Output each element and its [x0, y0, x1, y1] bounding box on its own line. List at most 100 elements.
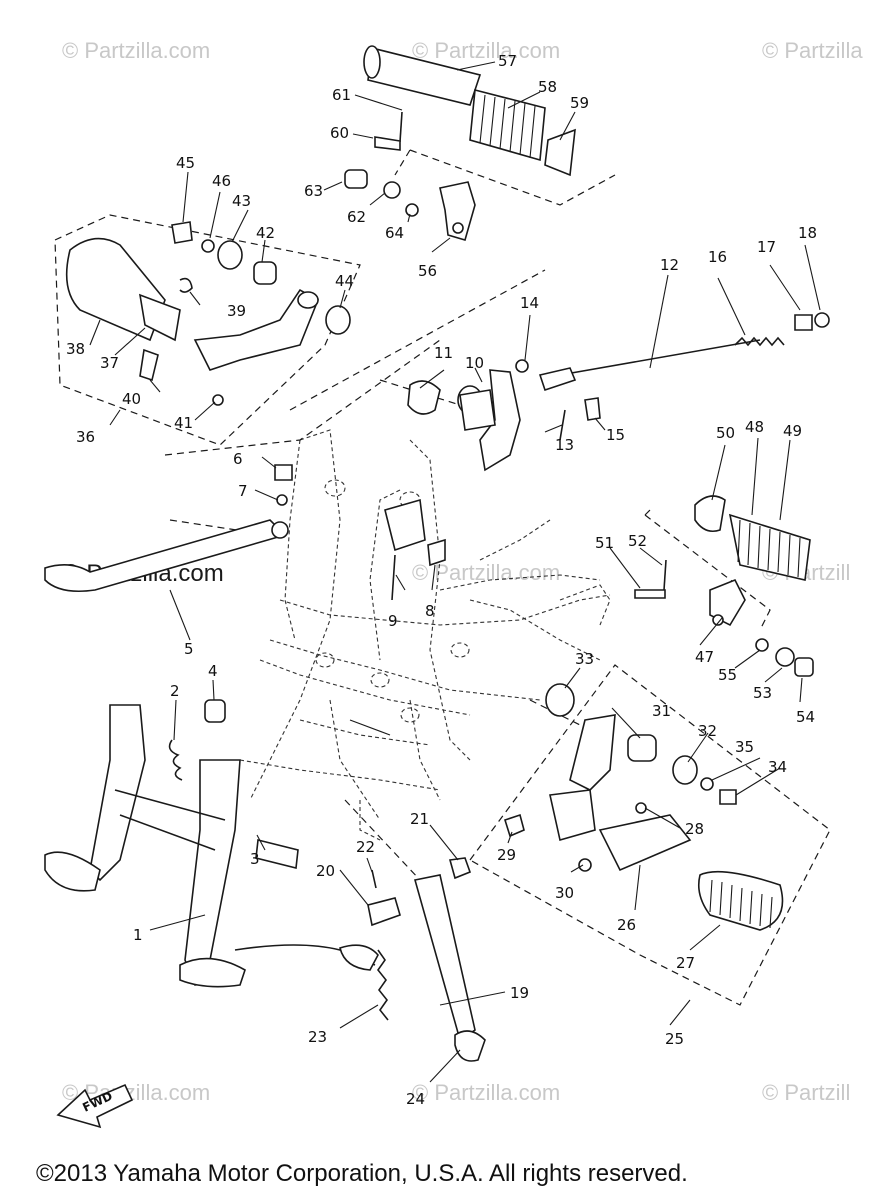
side-stand-19 [413, 874, 486, 1062]
callout-29: 29 [497, 846, 516, 864]
footrest-rubber-58 [469, 88, 546, 162]
footrest-bar-57 [363, 45, 482, 106]
callout-12: 12 [660, 256, 679, 274]
callout-56: 56 [418, 262, 437, 280]
callout-8: 8 [425, 602, 435, 620]
bolt-6 [274, 464, 293, 481]
callout-53: 53 [753, 684, 772, 702]
callout-30: 30 [555, 884, 574, 902]
main-stand-1 [44, 704, 379, 988]
spring-16 [734, 336, 785, 347]
pin-15 [584, 397, 601, 421]
callout-40: 40 [122, 390, 141, 408]
footrest-bracket-47 [709, 578, 746, 627]
brake-rod-12 [559, 339, 761, 376]
callout-28: 28 [685, 820, 704, 838]
plate-32 [672, 755, 698, 785]
reference-lines [164, 149, 771, 881]
callout-15: 15 [606, 426, 625, 444]
frame-assembly [239, 429, 611, 841]
callout-60: 60 [330, 124, 349, 142]
callout-45: 45 [176, 154, 195, 172]
callout-25: 25 [665, 1030, 684, 1048]
washer-7 [276, 494, 288, 506]
callout-44: 44 [335, 272, 354, 290]
spring-2 [168, 739, 183, 781]
washer-55 [755, 638, 769, 652]
cotter-pin-13 [559, 409, 566, 441]
watermark: © Partzill [762, 1080, 851, 1105]
callout-38: 38 [66, 340, 85, 358]
callout-numbers: 57 58 59 61 60 63 62 64 56 45 46 43 42 4… [66, 52, 817, 1108]
spring-23 [377, 949, 389, 1021]
plate-44 [325, 305, 351, 335]
callout-51: 51 [595, 534, 614, 552]
spring-39 [179, 277, 193, 293]
footrest-rubber-27 [697, 870, 784, 931]
adjuster-17 [794, 314, 813, 331]
bolt-34 [719, 789, 737, 805]
brake-arm-10 [457, 369, 521, 472]
spring-11 [407, 380, 441, 415]
callout-32: 32 [698, 722, 717, 740]
callout-59: 59 [570, 94, 589, 112]
bolt-51 [634, 589, 666, 599]
bolt-40 [139, 348, 159, 382]
callout-5: 5 [184, 640, 194, 658]
nut-53 [775, 647, 795, 667]
callout-58: 58 [538, 78, 557, 96]
bolt-41 [212, 394, 224, 406]
callout-18: 18 [798, 224, 817, 242]
plate-43 [217, 240, 243, 270]
bolt-3 [255, 839, 299, 869]
callout-17: 17 [757, 238, 776, 256]
callout-43: 43 [232, 192, 251, 210]
callout-20: 20 [316, 862, 335, 880]
callout-47: 47 [695, 648, 714, 666]
callout-42: 42 [256, 224, 275, 242]
callout-21: 21 [410, 810, 429, 828]
bolt-29 [504, 813, 525, 838]
collar-42 [253, 261, 277, 285]
callout-11: 11 [434, 344, 453, 362]
nut-18 [814, 312, 830, 328]
washer-35 [700, 777, 714, 791]
callout-46: 46 [212, 172, 231, 190]
washer-64 [405, 203, 419, 217]
bolt-8 [427, 538, 446, 567]
callout-61: 61 [332, 86, 351, 104]
callout-41: 41 [174, 414, 193, 432]
collar-31 [627, 734, 657, 762]
plate-33 [545, 683, 575, 717]
callout-37: 37 [100, 354, 119, 372]
bolt-60 [374, 136, 401, 151]
callout-13: 13 [555, 436, 574, 454]
callout-36: 36 [76, 428, 95, 446]
bolt-45 [171, 221, 193, 244]
callout-26: 26 [617, 916, 636, 934]
plate-50 [694, 495, 726, 533]
collar-54 [794, 657, 814, 677]
footrest-bracket [193, 288, 320, 371]
callout-63: 63 [304, 182, 323, 200]
footrest-rubber-38 [65, 237, 166, 342]
callout-6: 6 [233, 450, 243, 468]
callout-50: 50 [716, 424, 735, 442]
group-box-36 [54, 214, 361, 446]
footrest-rubber-49 [728, 513, 811, 581]
pin-52 [663, 559, 667, 591]
watermark: © Partzilla [762, 38, 863, 63]
callout-48: 48 [745, 418, 764, 436]
nut-62 [383, 181, 401, 199]
collar-4 [204, 699, 226, 723]
watermark: © Partzilla.com [412, 38, 561, 63]
callout-1: 1 [133, 926, 143, 944]
washer-30 [578, 858, 592, 872]
callout-54: 54 [796, 708, 815, 726]
watermark: © Partzilla.com [412, 560, 561, 585]
watermark: © Partzilla.com [412, 1080, 561, 1105]
footrest-bar-25 [549, 714, 616, 842]
callout-39: 39 [227, 302, 246, 320]
watermark: © Partzilla.com [62, 38, 211, 63]
